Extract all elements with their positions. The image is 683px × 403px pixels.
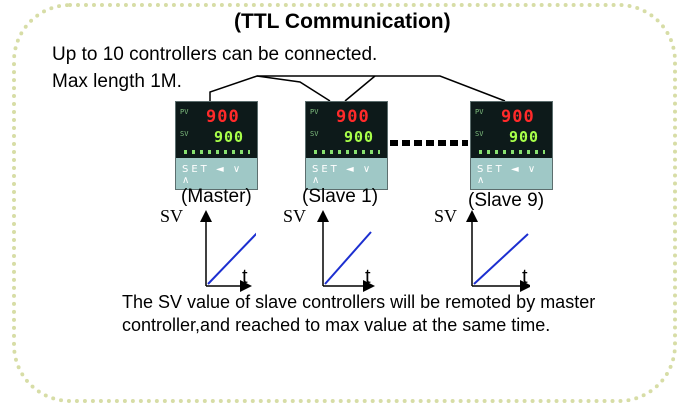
wire-slave1-junction [344, 75, 376, 102]
sv-ramp-line [324, 231, 372, 285]
caption-slave-9: (Slave 9) [468, 190, 545, 211]
controller-master: PV SV 900 900 SET ◄ ∨ ∧ [175, 101, 258, 190]
pv-indicator: PV [180, 108, 189, 116]
sv-indicator: SV [310, 130, 319, 138]
length-note: Max length 1M. [52, 71, 182, 92]
pv-display: 900 [206, 107, 240, 127]
keypad-keys: SET ◄ ∨ ∧ [312, 164, 374, 186]
sv-axis-label: SV [434, 206, 458, 226]
explanation-text: The SV value of slave controllers will b… [122, 292, 596, 335]
display-panel: PV SV 900 900 [471, 102, 552, 158]
display-panel: PV SV 900 900 [176, 102, 257, 158]
graph-axes [317, 210, 375, 292]
keypad-keys: SET ◄ ∨ ∧ [477, 164, 539, 186]
pv-display: 900 [501, 107, 535, 127]
sv-display: 900 [509, 128, 540, 146]
sv-graph-slave-9: SV t [434, 206, 530, 294]
pv-indicator: PV [475, 108, 484, 116]
caption-master: (Master) [181, 186, 252, 207]
sv-axis-label: SV [283, 206, 307, 226]
keypad-keys: SET ◄ ∨ ∧ [182, 164, 244, 186]
ellipsis-dots [390, 140, 468, 146]
sv-indicator: SV [475, 130, 484, 138]
t-axis-label: t [522, 266, 528, 288]
t-axis-label: t [365, 266, 371, 288]
keypad-panel: SET ◄ ∨ ∧ [471, 158, 552, 189]
t-axis-label: t [242, 266, 248, 288]
connection-wires [209, 75, 506, 102]
status-leds [479, 150, 545, 154]
controller-slave-1: PV SV 900 900 SET ◄ ∨ ∧ [305, 101, 388, 190]
capacity-note: Up to 10 controllers can be connected. [52, 44, 378, 65]
diagram-title: (TTL Communication) [234, 10, 451, 33]
caption-slave-1: (Slave 1) [302, 186, 379, 207]
sv-ramp-line [473, 233, 529, 285]
graph-axes [466, 210, 530, 292]
keypad-panel: SET ◄ ∨ ∧ [176, 158, 257, 189]
pv-indicator: PV [310, 108, 319, 116]
sv-indicator: SV [180, 130, 189, 138]
keypad-panel: SET ◄ ∨ ∧ [306, 158, 387, 189]
pv-display: 900 [336, 107, 370, 127]
sv-ramp-line [207, 232, 256, 285]
sv-graph-slave-1: SV t [283, 206, 379, 294]
status-leds [184, 150, 250, 154]
sv-display: 900 [214, 128, 245, 146]
graph-axes [200, 210, 256, 292]
controller-slave-9: PV SV 900 900 SET ◄ ∨ ∧ [470, 101, 553, 190]
sv-axis-label: SV [160, 206, 184, 226]
status-leds [314, 150, 380, 154]
wire-slave1-master [256, 75, 331, 102]
sv-graph-master: SV t [160, 206, 256, 294]
display-panel: PV SV 900 900 [306, 102, 387, 158]
sv-display: 900 [344, 128, 375, 146]
wire-master-slave9 [209, 75, 506, 102]
